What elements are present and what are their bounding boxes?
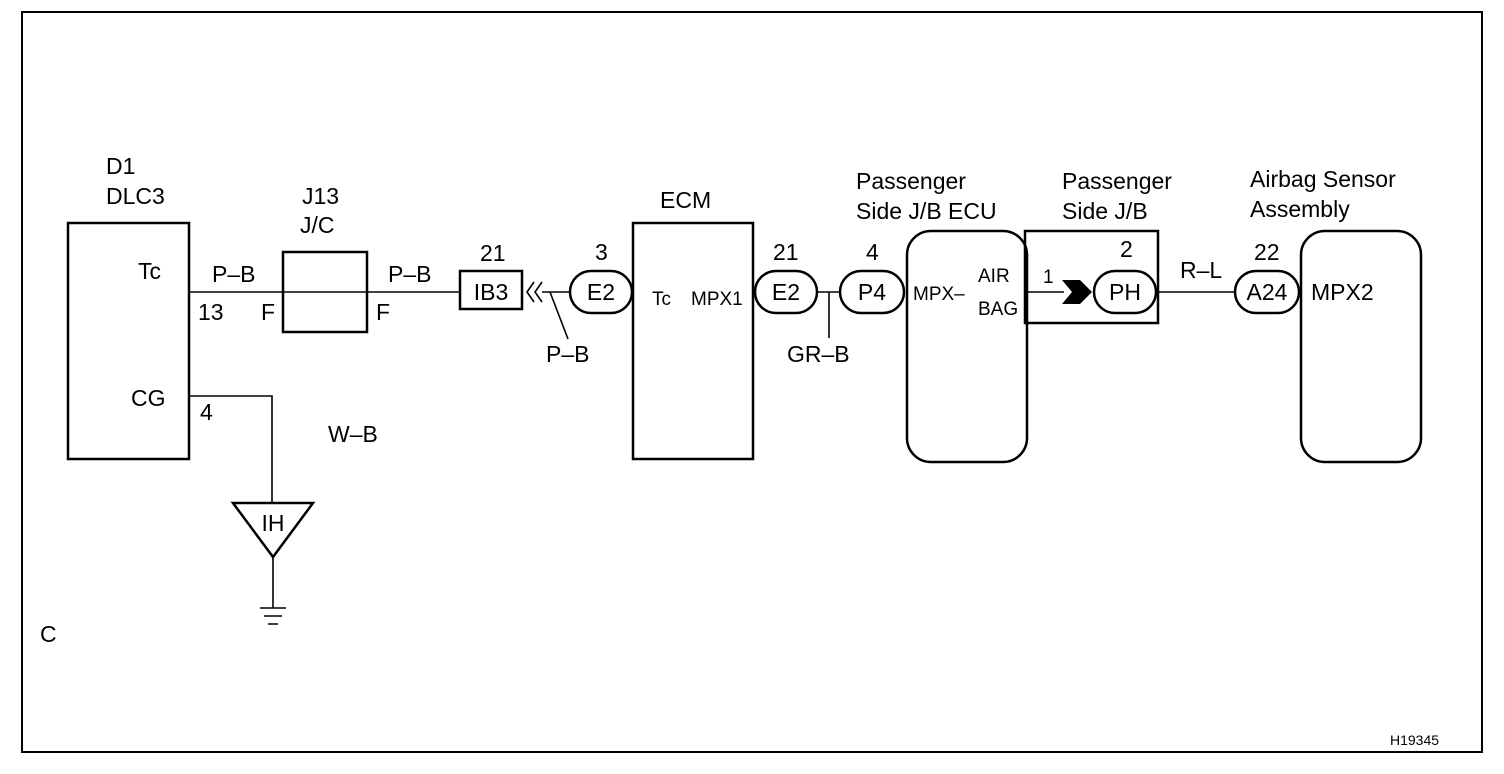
- airbag-title-1: Airbag Sensor: [1250, 166, 1396, 192]
- chevron-connector-icon: [526, 281, 543, 303]
- ecm-name: ECM: [660, 187, 711, 213]
- chevron-junction-icon: [1062, 280, 1092, 304]
- ground-point-ih: [230, 501, 316, 560]
- wire-label-grb: GR–B: [787, 341, 850, 367]
- jb-box: [1023, 229, 1160, 325]
- connector-p4-pin: 4: [866, 239, 879, 265]
- wire-label-rl: R–L: [1180, 257, 1222, 283]
- connector-ib3: [458, 269, 524, 311]
- dlc3-name: DLC3: [106, 183, 165, 209]
- connector-e2-right-id: E2: [772, 279, 800, 305]
- dlc3-pin-tc: Tc: [138, 258, 161, 284]
- connector-e2-left-pin: 3: [595, 239, 608, 265]
- wire-label-pb-2: P–B: [388, 261, 431, 287]
- connector-ph-id: PH: [1109, 279, 1141, 305]
- airbag-title-2: Assembly: [1250, 196, 1350, 222]
- airbag-pin-mpx2: MPX2: [1311, 279, 1374, 305]
- connector-a24-id: A24: [1247, 279, 1288, 305]
- ground-symbol-icon: [260, 607, 286, 625]
- connector-ib3-id: IB3: [474, 279, 509, 305]
- connector-e2-right-pin: 21: [773, 239, 799, 265]
- jb-ecu-title-2: Side J/B ECU: [856, 198, 997, 224]
- jb-ecu-pin-bag: BAG: [978, 299, 1018, 320]
- wire-label-pb-1: P–B: [212, 261, 255, 287]
- wire-label-wb: W–B: [328, 421, 378, 447]
- wire-cg-to-ground: [189, 395, 273, 503]
- figure-id: H19345: [1390, 732, 1439, 748]
- jc-pin-right: F: [376, 299, 390, 325]
- jb-ecu-title-1: Passenger: [856, 168, 966, 194]
- connector-p4-id: P4: [858, 279, 886, 305]
- jb-title-1: Passenger: [1062, 168, 1172, 194]
- ground-point-ih-name: IH: [262, 510, 285, 536]
- jb-ecu-pin-air: AIR: [978, 266, 1010, 287]
- dlc3-pin-cg: CG: [131, 385, 166, 411]
- ecm-box: [631, 221, 755, 461]
- jc-ref: J13: [302, 183, 339, 209]
- corner-label: C: [40, 621, 57, 647]
- connector-ph-pin-in: 1: [1043, 267, 1054, 288]
- connector-ib3-pin: 21: [480, 240, 506, 266]
- jc-pin-left: F: [261, 299, 275, 325]
- dlc3-pin-4: 4: [200, 399, 213, 425]
- jc-name: J/C: [300, 212, 335, 238]
- wire-label-pb-3: P–B: [546, 341, 589, 367]
- dlc3-box: [66, 221, 191, 461]
- connector-ph-pin: 2: [1120, 236, 1133, 262]
- jb-ecu-box: [905, 229, 1029, 464]
- connector-a24: [1233, 269, 1301, 315]
- leader-pb-3: [549, 291, 569, 340]
- ecm-pin-tc: Tc: [652, 289, 671, 310]
- jc-box: [281, 250, 369, 334]
- connector-e2-left-id: E2: [587, 279, 615, 305]
- jb-title-2: Side J/B: [1062, 198, 1148, 224]
- jb-ecu-pin-mpx: MPX–: [913, 284, 965, 305]
- diagram-frame: [21, 11, 1483, 753]
- connector-a24-pin: 22: [1254, 239, 1280, 265]
- airbag-box: [1299, 229, 1423, 464]
- ecm-pin-mpx1: MPX1: [691, 289, 743, 310]
- dlc3-ref: D1: [106, 153, 135, 179]
- connector-p4: [838, 269, 906, 315]
- dlc3-pin-13: 13: [198, 299, 224, 325]
